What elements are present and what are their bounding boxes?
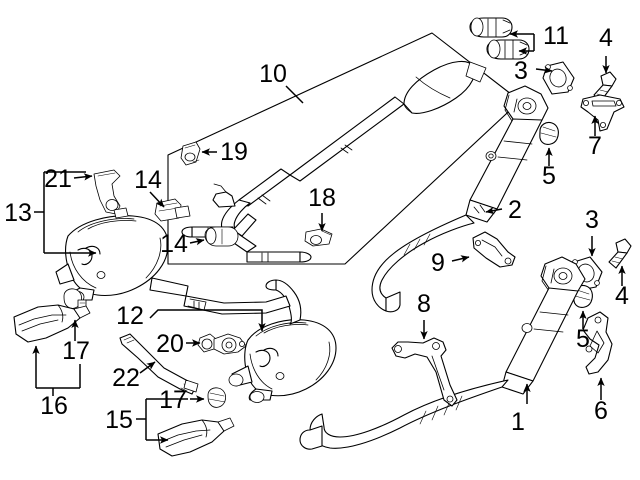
part-18-hanger-insulator: [304, 228, 333, 247]
callout-15: 15: [105, 406, 133, 434]
callout-11: 11: [543, 22, 569, 50]
connector-pipe-left-muffler: [183, 295, 291, 315]
callout-10: 10: [259, 60, 287, 88]
callout-20: 20: [156, 330, 184, 358]
callout-14b: 14: [160, 230, 188, 258]
callout-9: 9: [431, 249, 445, 277]
part-17-grommet-right: [207, 387, 226, 408]
callout-3a: 3: [514, 57, 528, 85]
assembly-boundary-box-10: [167, 32, 521, 265]
part-17-grommet-left: [63, 288, 87, 310]
part-14-insulator-lower: [204, 226, 239, 247]
callout-19: 19: [220, 138, 248, 166]
part-13-muffler-left: [55, 215, 189, 304]
part-6-support-bracket: [582, 311, 613, 375]
callout-1: 1: [511, 408, 525, 436]
part-21-mounting-bracket: [93, 169, 129, 219]
callout-2: 2: [508, 196, 522, 224]
part-4-bolt-lower: [608, 238, 632, 269]
part-9-hanger-bracket: [472, 231, 516, 268]
callout-17a: 17: [62, 337, 90, 365]
callout-5b: 5: [576, 325, 590, 353]
callout-22: 22: [112, 364, 140, 392]
resonator-canister: [403, 61, 487, 114]
callout-numbers: 1 2 3 3 4 4 5 5 6 7 8 9 10 11 12 13 14 1…: [4, 22, 629, 436]
callout-6: 6: [594, 397, 608, 425]
callout-3b: 3: [585, 206, 599, 234]
callout-5a: 5: [542, 162, 556, 190]
intermediate-pipe: [238, 96, 405, 207]
callout-4a: 4: [599, 24, 613, 52]
callout-8: 8: [417, 290, 431, 318]
part-22-support-rod: [119, 333, 199, 395]
part-5-cap-upper: [539, 121, 559, 145]
callout-21: 21: [44, 165, 72, 193]
part-2-catalytic-converter: [465, 85, 549, 223]
callout-7: 7: [588, 132, 602, 160]
callout-17b: 17: [159, 386, 187, 414]
part-3-gasket-upper: [542, 61, 575, 95]
callout-16: 16: [40, 392, 68, 420]
callout-14a: 14: [134, 166, 162, 194]
callout-4b: 4: [615, 282, 629, 310]
callout-18: 18: [308, 184, 336, 212]
part-19-hanger-insulator: [180, 141, 201, 166]
callout-12: 12: [116, 302, 144, 330]
callout-13: 13: [4, 199, 32, 227]
part-20-hanger-clamp: [197, 333, 247, 355]
front-pipe-from-cat-2: [371, 214, 475, 313]
leader-lines: [32, 30, 626, 444]
part-15-tailpipe-tip-right: [157, 417, 235, 457]
part-7-hanger-bracket: [580, 94, 625, 132]
part-8-support-strut: [391, 337, 458, 407]
part-11-clamp-upper: [469, 17, 513, 38]
